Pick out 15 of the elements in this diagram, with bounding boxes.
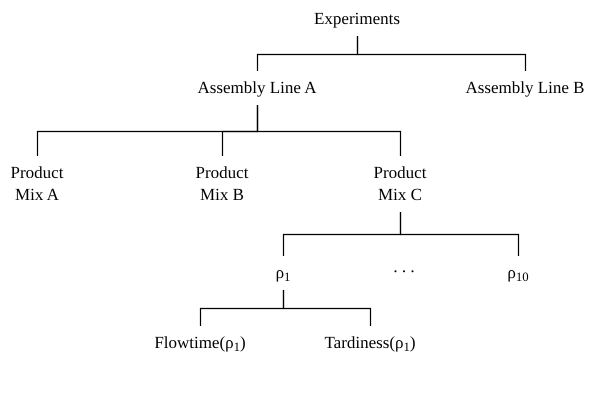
node-label: Product Mix C bbox=[372, 162, 428, 206]
node-label: Flowtime(ρ$_{1}$) bbox=[154, 332, 246, 354]
node-label: Assembly Line B bbox=[466, 77, 584, 99]
connector-line bbox=[356, 36, 526, 71]
connector-line bbox=[282, 290, 372, 326]
connector-line bbox=[256, 105, 402, 156]
node-label: ρ$_{1}$ bbox=[276, 262, 290, 284]
ellipsis-label: . . . bbox=[393, 256, 415, 278]
node-label: Experiments bbox=[314, 8, 400, 30]
node-label: Product Mix B bbox=[194, 162, 250, 206]
node-label: ρ$_{10}$ bbox=[507, 262, 529, 284]
node-label: Tardiness(ρ$_{1}$) bbox=[324, 332, 416, 354]
node-label: Assembly Line A bbox=[198, 77, 316, 99]
connector-line bbox=[400, 212, 520, 256]
node-label: Product Mix A bbox=[10, 162, 64, 206]
